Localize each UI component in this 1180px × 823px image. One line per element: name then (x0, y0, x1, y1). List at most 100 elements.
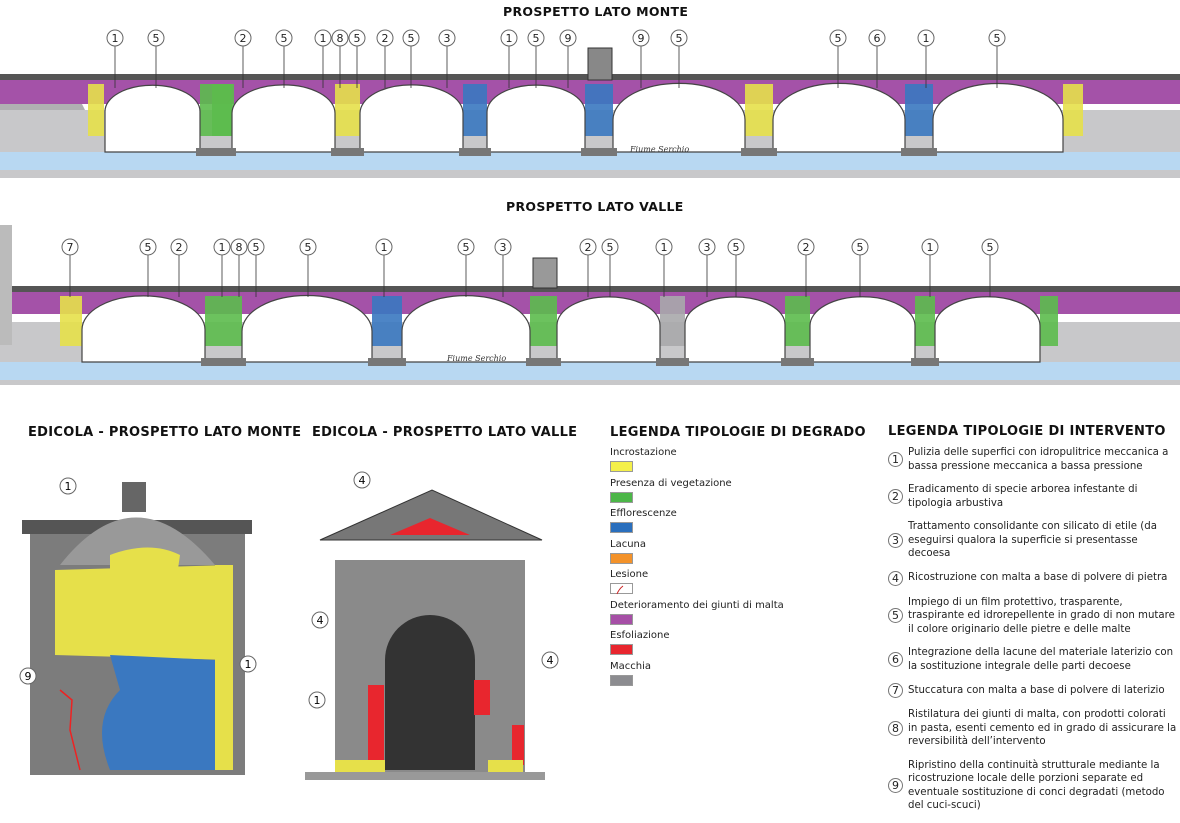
degrado-incrostazione (55, 565, 230, 660)
callout-number: 5 (463, 241, 470, 254)
monte-pier-base (741, 148, 777, 156)
legend-swatch (610, 552, 633, 564)
callout-number: 2 (585, 241, 592, 254)
monte-pier-base (901, 148, 937, 156)
intervento-number: 3 (888, 532, 903, 548)
legend-degrado: LEGENDA TIPOLOGIE DI DEGRADO Incrostazio… (610, 425, 866, 692)
callout-number: 5 (145, 241, 152, 254)
callout-circle (348, 29, 366, 47)
legend-swatch (610, 522, 633, 533)
legend-label: Presenza di vegetazione (610, 477, 732, 489)
legend-degrado-item: Deterioramento dei giunti di malta (610, 600, 784, 631)
intervento-text: Ristilatura dei giunti di malta, con pro… (908, 709, 1177, 747)
callout-number: 8 (236, 241, 243, 254)
degrado-esfoliazione (390, 518, 470, 535)
callout-circle (311, 611, 329, 629)
legend-label: Deterioramento dei giunti di malta (610, 599, 784, 611)
valle-degrado-patch (530, 296, 557, 346)
river-label: Fiume Serchio (629, 145, 689, 154)
callout-number: 4 (359, 474, 366, 487)
callout-circle (314, 29, 332, 47)
callout-circle (541, 651, 559, 669)
monte-pier-base (581, 148, 617, 156)
legend-label: Lesione (610, 569, 649, 580)
valle-arch (934, 296, 1041, 363)
callout-number: 7 (67, 241, 74, 254)
valle-degrado-patch (205, 296, 242, 346)
callout-circle (579, 238, 597, 256)
valle-left-building (0, 225, 12, 345)
callout-number: 1 (245, 658, 252, 671)
intervento-text: Ricostruzione con malta a base di polver… (908, 572, 1168, 584)
monte-degrado-patch (745, 84, 773, 136)
callout-circle (727, 238, 745, 256)
intervento-text: Ripristino della continuità strutturale … (908, 759, 1165, 812)
title-prospetto-valle: PROSPETTO LATO VALLE (506, 199, 684, 214)
callout-circle (59, 477, 77, 495)
callout-number: 1 (320, 32, 327, 45)
callout-number: 2 (176, 241, 183, 254)
callout-number: 2 (803, 241, 810, 254)
callout-number: 5 (835, 32, 842, 45)
legend-label: Lacuna (610, 538, 647, 550)
callout-circle (829, 29, 847, 47)
valle-pier-base (526, 358, 561, 366)
legend-swatch (610, 644, 633, 655)
callout-number: 5 (408, 32, 415, 45)
callout-number: 2 (382, 32, 389, 45)
degrado-incrostazione (110, 547, 180, 590)
callout-circle (868, 29, 886, 47)
legend-degrado-item: Esfoliazione (610, 630, 784, 661)
legend-degrado-item: Efflorescenze (610, 508, 784, 539)
callout-number: 1 (923, 32, 930, 45)
degrado-esfoliazione (368, 685, 384, 760)
valle-degrado-patch (785, 296, 810, 346)
legend-swatch (610, 613, 633, 625)
callout-circle (494, 238, 512, 256)
callout-number: 4 (317, 614, 324, 627)
legend-label: Efflorescenze (610, 508, 677, 519)
callout-number: 5 (857, 241, 864, 254)
valle-pier-base (911, 358, 939, 366)
edicola-monte-dome (60, 517, 215, 565)
valle-degrado-patch (372, 296, 402, 346)
callout-circle (527, 29, 545, 47)
edicola-monte-chimney (122, 482, 146, 512)
callout-number: 4 (547, 654, 554, 667)
callout-number: 5 (153, 32, 160, 45)
edicola-valle-gate (385, 615, 475, 770)
monte-degrado-patch (335, 84, 360, 136)
legend-degrado-item: Incrostazione (610, 447, 784, 478)
callout-number: 5 (987, 241, 994, 254)
valle-degrado-patch (915, 296, 935, 346)
valle-arch (809, 296, 916, 363)
callout-number: 8 (337, 32, 344, 45)
callout-number: 3 (704, 241, 711, 254)
edicola-valle-small (532, 257, 558, 289)
callout-circle (139, 238, 157, 256)
callout-number: 1 (927, 241, 934, 254)
callout-number: 5 (305, 241, 312, 254)
callout-number: 9 (638, 32, 645, 45)
intervento-number: 1 (888, 452, 903, 467)
callout-number: 1 (219, 241, 226, 254)
legend-intervento-title: LEGENDA TIPOLOGIE DI INTERVENTO (888, 424, 1166, 439)
valle-arch (401, 295, 531, 363)
monte-arch (612, 82, 746, 153)
callout-circle (230, 238, 248, 256)
monte-pier-base (331, 148, 364, 156)
callout-circle (61, 238, 79, 256)
river-label: Fiume Serchio (446, 354, 506, 363)
callout-circle (331, 29, 349, 47)
callout-circle (917, 29, 935, 47)
title-prospetto-monte: PROSPETTO LATO MONTE (503, 4, 689, 19)
callout-circle (698, 238, 716, 256)
callout-circle (275, 29, 293, 47)
callout-circle (402, 29, 420, 47)
legend-degrado-item: Macchia (610, 661, 784, 692)
